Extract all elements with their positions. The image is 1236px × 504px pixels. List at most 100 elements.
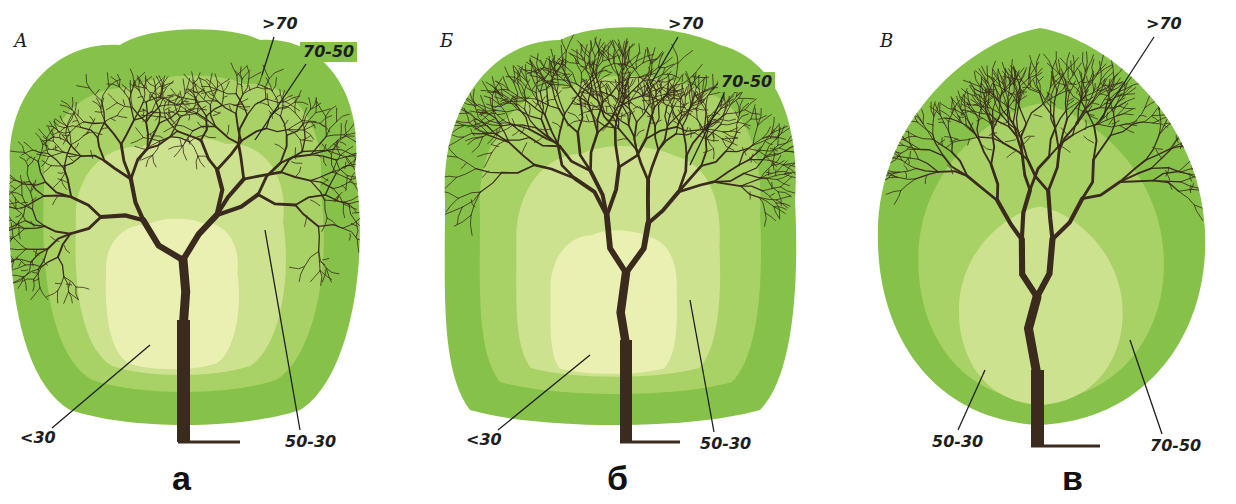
branch xyxy=(1172,126,1180,148)
branch xyxy=(663,96,664,102)
branch xyxy=(735,112,738,118)
branch xyxy=(174,104,180,118)
branch xyxy=(269,69,283,78)
branch xyxy=(627,53,634,68)
branch xyxy=(172,116,181,125)
branch xyxy=(682,126,686,156)
branch xyxy=(312,123,315,128)
branch xyxy=(1196,139,1204,156)
branch xyxy=(142,155,153,160)
branch xyxy=(648,150,658,180)
branch xyxy=(24,182,31,193)
branch xyxy=(470,215,472,235)
branch xyxy=(1100,83,1108,95)
branch xyxy=(462,192,480,207)
branch xyxy=(290,267,305,269)
branch xyxy=(473,89,475,107)
branch xyxy=(1082,182,1119,199)
branch xyxy=(671,107,682,127)
branch xyxy=(12,228,25,238)
branch xyxy=(319,261,325,265)
branch xyxy=(0,224,9,230)
branch xyxy=(1026,105,1041,124)
branch xyxy=(469,91,477,105)
branch xyxy=(1194,138,1212,141)
branch xyxy=(692,64,702,76)
branch xyxy=(901,179,916,191)
branch xyxy=(58,172,63,174)
branch xyxy=(71,197,101,217)
branch xyxy=(578,132,591,170)
branch xyxy=(55,283,60,284)
branch xyxy=(768,169,770,175)
branch xyxy=(682,105,691,127)
branch xyxy=(1170,94,1178,113)
branch xyxy=(974,71,980,87)
branch xyxy=(131,92,133,107)
branch xyxy=(776,196,790,200)
branch xyxy=(886,146,899,156)
branch xyxy=(11,186,16,190)
branch xyxy=(340,124,342,138)
branch xyxy=(993,69,1000,85)
branch xyxy=(961,89,974,96)
branch xyxy=(439,176,457,178)
branch xyxy=(1101,66,1113,80)
branch xyxy=(347,176,362,178)
branch xyxy=(11,261,13,275)
branch xyxy=(532,85,536,91)
branch xyxy=(121,144,131,179)
branch xyxy=(326,106,336,116)
branch xyxy=(588,109,600,111)
branch xyxy=(578,98,583,132)
branch xyxy=(1073,55,1074,72)
branch xyxy=(497,114,504,115)
branch xyxy=(513,130,520,135)
branch xyxy=(22,150,33,155)
branch xyxy=(6,202,19,204)
branch xyxy=(123,100,124,105)
branch xyxy=(162,83,173,88)
branch xyxy=(722,138,738,140)
branch xyxy=(781,187,795,193)
branch xyxy=(560,146,591,171)
branch xyxy=(1117,114,1133,116)
branch xyxy=(771,117,774,133)
branch xyxy=(0,207,8,218)
branch xyxy=(1028,160,1049,191)
branch xyxy=(33,279,39,282)
branch xyxy=(643,49,646,63)
branch xyxy=(11,223,13,237)
branch xyxy=(1001,76,1006,90)
branch xyxy=(0,194,9,197)
branch xyxy=(169,146,183,149)
branch xyxy=(1085,120,1086,130)
branch xyxy=(185,109,190,112)
branch xyxy=(572,94,579,98)
branch xyxy=(1,261,14,263)
branch xyxy=(622,113,630,116)
branch xyxy=(891,137,903,145)
branch xyxy=(566,33,574,50)
branch xyxy=(53,121,64,127)
branch xyxy=(645,110,655,126)
branch xyxy=(885,172,899,174)
branch xyxy=(607,216,626,273)
branch xyxy=(659,94,668,106)
branch xyxy=(591,83,594,98)
branch xyxy=(111,119,115,121)
branch xyxy=(143,220,183,260)
branch xyxy=(779,136,791,148)
branch xyxy=(73,121,78,122)
branch xyxy=(1191,144,1206,148)
branch xyxy=(61,180,67,190)
branch xyxy=(561,45,563,64)
branch xyxy=(327,150,347,157)
branch xyxy=(305,216,307,227)
branch xyxy=(903,145,920,149)
branch xyxy=(1200,175,1217,178)
branch xyxy=(553,122,562,128)
branch xyxy=(91,150,93,158)
branch xyxy=(882,177,897,181)
branch xyxy=(1190,136,1207,139)
